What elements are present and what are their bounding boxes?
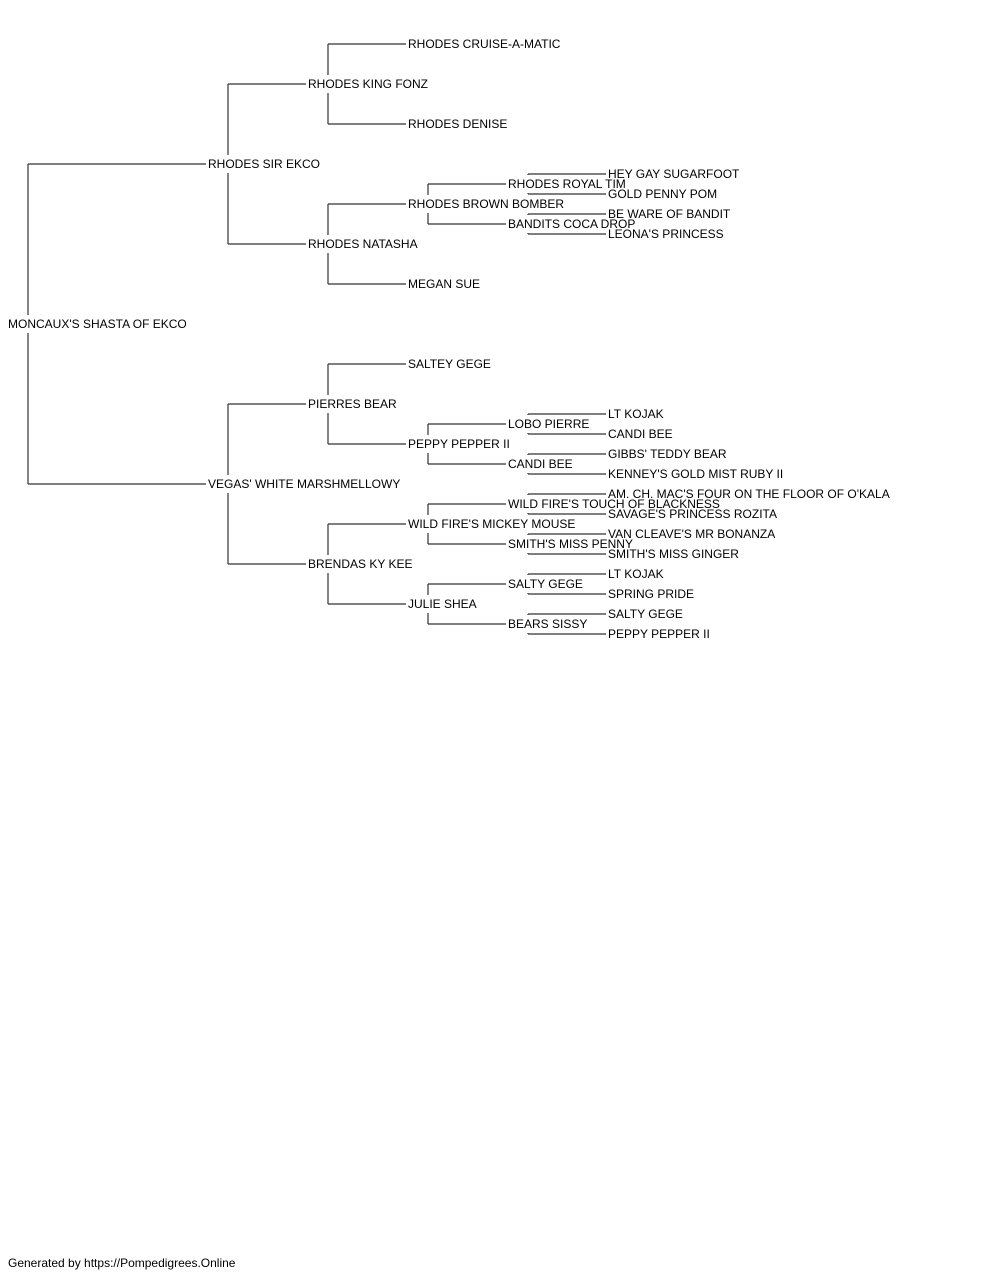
ancestor-name[interactable]: HEY GAY SUGARFOOT bbox=[608, 167, 740, 181]
ancestor-name[interactable]: RHODES NATASHA bbox=[308, 237, 418, 251]
ancestor-name[interactable]: RHODES CRUISE-A-MATIC bbox=[408, 37, 561, 51]
ancestor-name[interactable]: LT KOJAK bbox=[608, 567, 664, 581]
ancestor-name[interactable]: VAN CLEAVE'S MR BONANZA bbox=[608, 527, 775, 541]
ancestor-name[interactable]: RHODES KING FONZ bbox=[308, 77, 428, 91]
ancestor-name[interactable]: GIBBS' TEDDY BEAR bbox=[608, 447, 727, 461]
ancestor-name[interactable]: CANDI BEE bbox=[608, 427, 673, 441]
ancestor-name[interactable]: CANDI BEE bbox=[508, 457, 573, 471]
ancestor-name[interactable]: BEARS SISSY bbox=[508, 617, 587, 631]
ancestor-name[interactable]: GOLD PENNY POM bbox=[608, 187, 717, 201]
ancestor-name[interactable]: KENNEY'S GOLD MIST RUBY II bbox=[608, 467, 783, 481]
ancestor-name[interactable]: BRENDAS KY KEE bbox=[308, 557, 412, 571]
subject-name[interactable]: MONCAUX'S SHASTA OF EKCO bbox=[8, 317, 187, 331]
ancestor-name[interactable]: BANDITS COCA DROP bbox=[508, 217, 635, 231]
ancestor-name[interactable]: JULIE SHEA bbox=[408, 597, 477, 611]
ancestor-name[interactable]: LT KOJAK bbox=[608, 407, 664, 421]
footer-credit: Generated by https://Pompedigrees.Online bbox=[8, 1256, 236, 1270]
ancestor-name[interactable]: RHODES ROYAL TIM bbox=[508, 177, 626, 191]
ancestor-name[interactable]: SAVAGE'S PRINCESS ROZITA bbox=[608, 507, 777, 521]
ancestor-name[interactable]: SALTY GEGE bbox=[508, 577, 583, 591]
ancestor-name[interactable]: WILD FIRE'S MICKEY MOUSE bbox=[408, 517, 575, 531]
ancestor-name[interactable]: RHODES DENISE bbox=[408, 117, 507, 131]
ancestor-name[interactable]: RHODES SIR EKCO bbox=[208, 157, 320, 171]
ancestor-name[interactable]: BE WARE OF BANDIT bbox=[608, 207, 731, 221]
ancestor-name[interactable]: VEGAS' WHITE MARSHMELLOWY bbox=[208, 477, 400, 491]
ancestor-name[interactable]: SPRING PRIDE bbox=[608, 587, 694, 601]
ancestor-name[interactable]: AM. CH. MAC'S FOUR ON THE FLOOR OF O'KAL… bbox=[608, 487, 890, 501]
ancestor-name[interactable]: PEPPY PEPPER II bbox=[408, 437, 510, 451]
ancestor-name[interactable]: PEPPY PEPPER II bbox=[608, 627, 710, 641]
ancestor-name[interactable]: RHODES BROWN BOMBER bbox=[408, 197, 564, 211]
ancestor-name[interactable]: PIERRES BEAR bbox=[308, 397, 397, 411]
ancestor-name[interactable]: SALTY GEGE bbox=[608, 607, 683, 621]
ancestor-name[interactable]: LOBO PIERRE bbox=[508, 417, 589, 431]
ancestor-name[interactable]: MEGAN SUE bbox=[408, 277, 480, 291]
ancestor-name[interactable]: SALTEY GEGE bbox=[408, 357, 491, 371]
ancestor-name[interactable]: WILD FIRE'S TOUCH OF BLACKNESS bbox=[508, 497, 720, 511]
ancestor-name[interactable]: SMITH'S MISS GINGER bbox=[608, 547, 739, 561]
pedigree-tree: MONCAUX'S SHASTA OF EKCO RHODES SIR EKCO R… bbox=[8, 37, 890, 641]
ancestor-name[interactable]: LEONA'S PRINCESS bbox=[608, 227, 724, 241]
ancestor-name[interactable]: SMITH'S MISS PENNY bbox=[508, 537, 633, 551]
